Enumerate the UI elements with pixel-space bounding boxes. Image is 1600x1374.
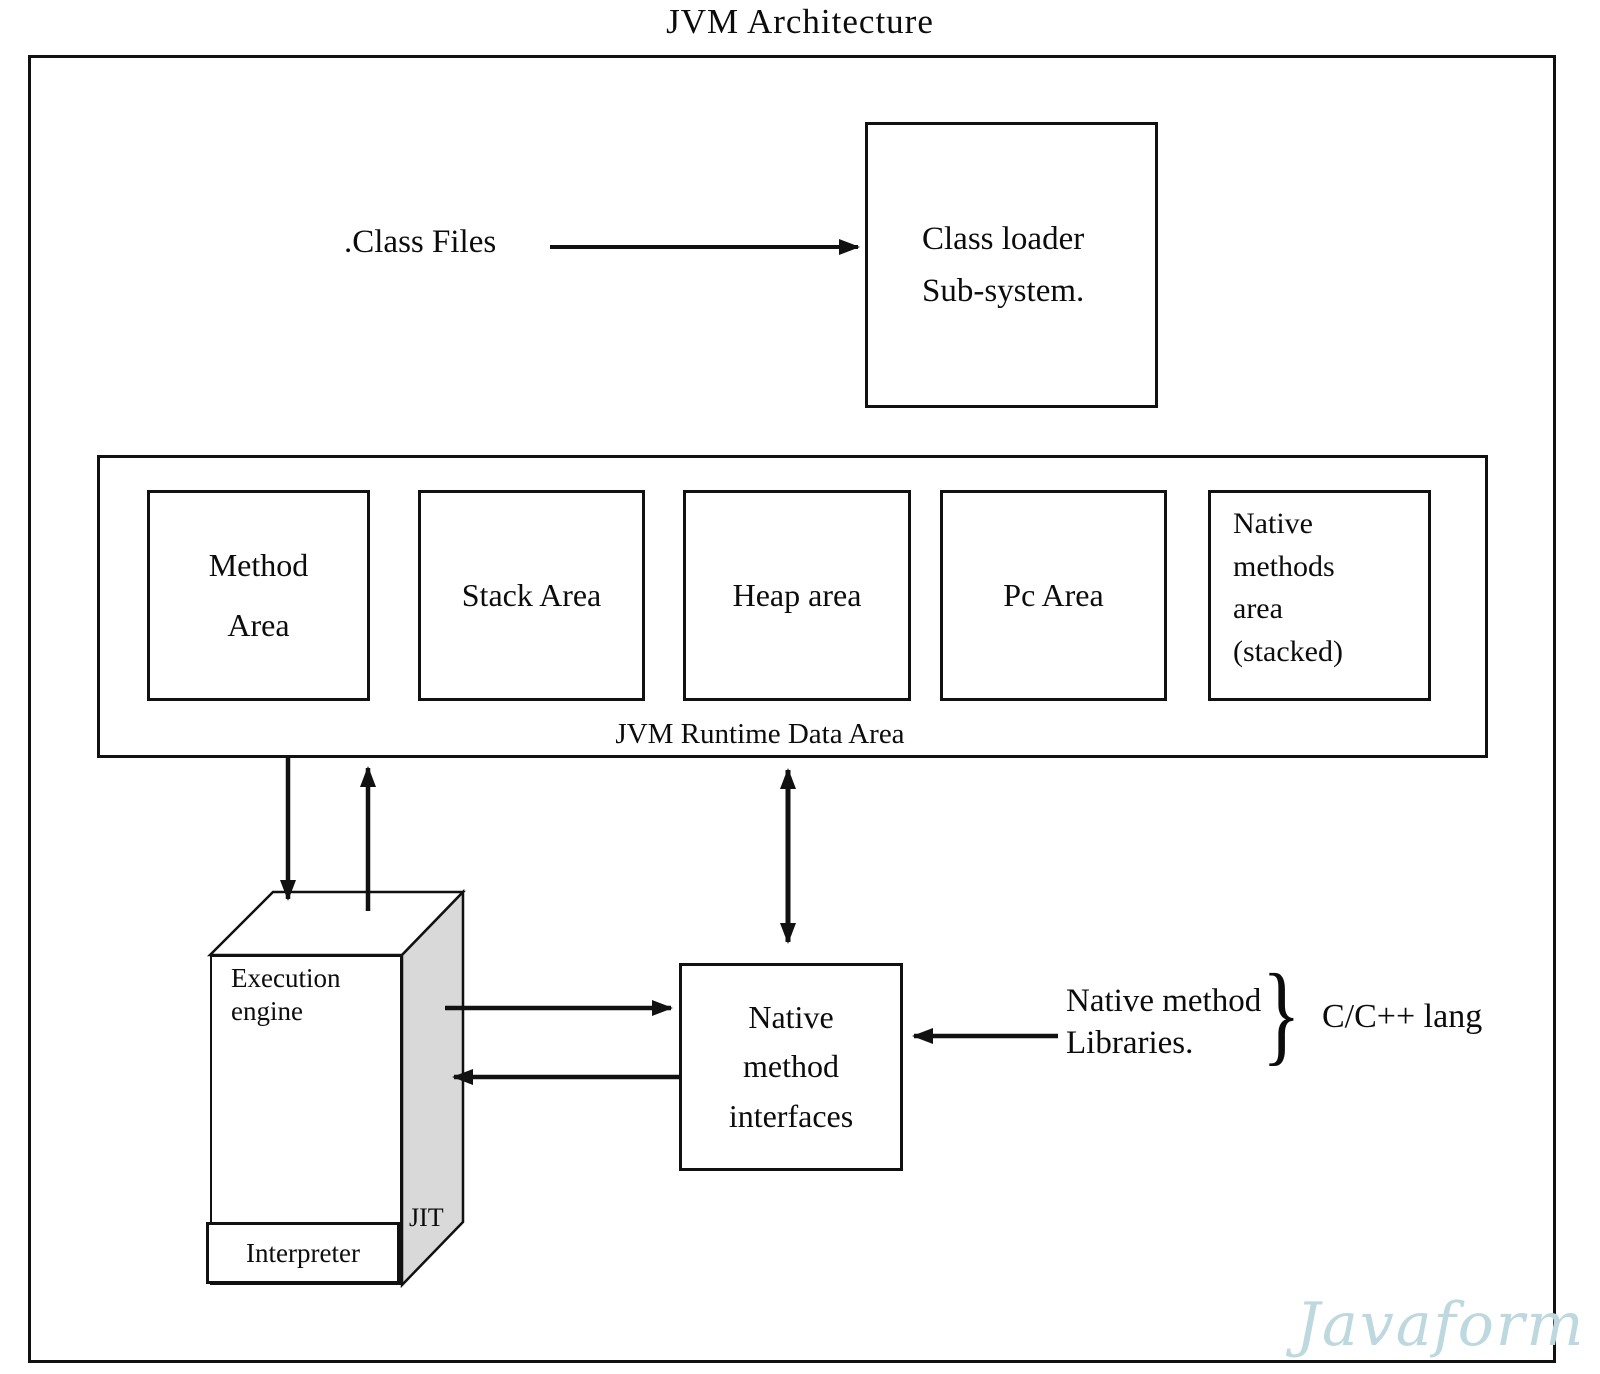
- pc-area-box: Pc Area: [940, 490, 1167, 701]
- method-area-box: Method Area: [147, 490, 370, 701]
- heap-area-label: Heap area: [732, 577, 862, 614]
- native-methods-area-box: Native methods area (stacked): [1208, 490, 1431, 701]
- execution-engine-label: Execution engine: [231, 963, 341, 1026]
- c-cpp-lang-label: C/C++ lang: [1322, 998, 1483, 1035]
- javaform-watermark: Javaform: [1296, 1290, 1586, 1360]
- brace-glyph: }: [1262, 952, 1301, 1076]
- jit-label: JIT: [409, 1203, 444, 1232]
- native-method-interfaces-box: Native method interfaces: [679, 963, 903, 1171]
- class-loader-label-line1: Class loader: [922, 221, 1085, 257]
- native-method-libraries-line1: Native method: [1066, 983, 1262, 1019]
- interpreter-box: Interpreter: [206, 1222, 400, 1284]
- jvm-runtime-data-area: [97, 455, 1488, 758]
- stack-area-box: Stack Area: [418, 490, 645, 701]
- interpreter-label: Interpreter: [246, 1237, 360, 1268]
- native-method-libraries-label: Native method Libraries.: [1066, 981, 1261, 1065]
- class-loader-label-line2: Sub-system.: [922, 273, 1085, 310]
- method-area-label: Method Area: [208, 547, 309, 643]
- native-methods-area-label: Native methods area (stacked): [1233, 507, 1343, 668]
- diagram-title: JVM Architecture: [666, 2, 934, 41]
- diagram-outer-border: [28, 55, 1556, 1363]
- pc-area-label: Pc Area: [1003, 577, 1104, 614]
- class-loader-box: Class loader Sub-system.: [865, 122, 1158, 408]
- stack-area-label: Stack Area: [461, 577, 602, 614]
- native-method-libraries-line2: Libraries.: [1066, 1024, 1194, 1061]
- heap-area-box: Heap area: [683, 490, 911, 701]
- jvm-runtime-data-area-label: JVM Runtime Data Area: [615, 718, 905, 750]
- native-method-interfaces-label: Native method interfaces: [728, 998, 854, 1134]
- class-files-label: .Class Files: [344, 224, 497, 260]
